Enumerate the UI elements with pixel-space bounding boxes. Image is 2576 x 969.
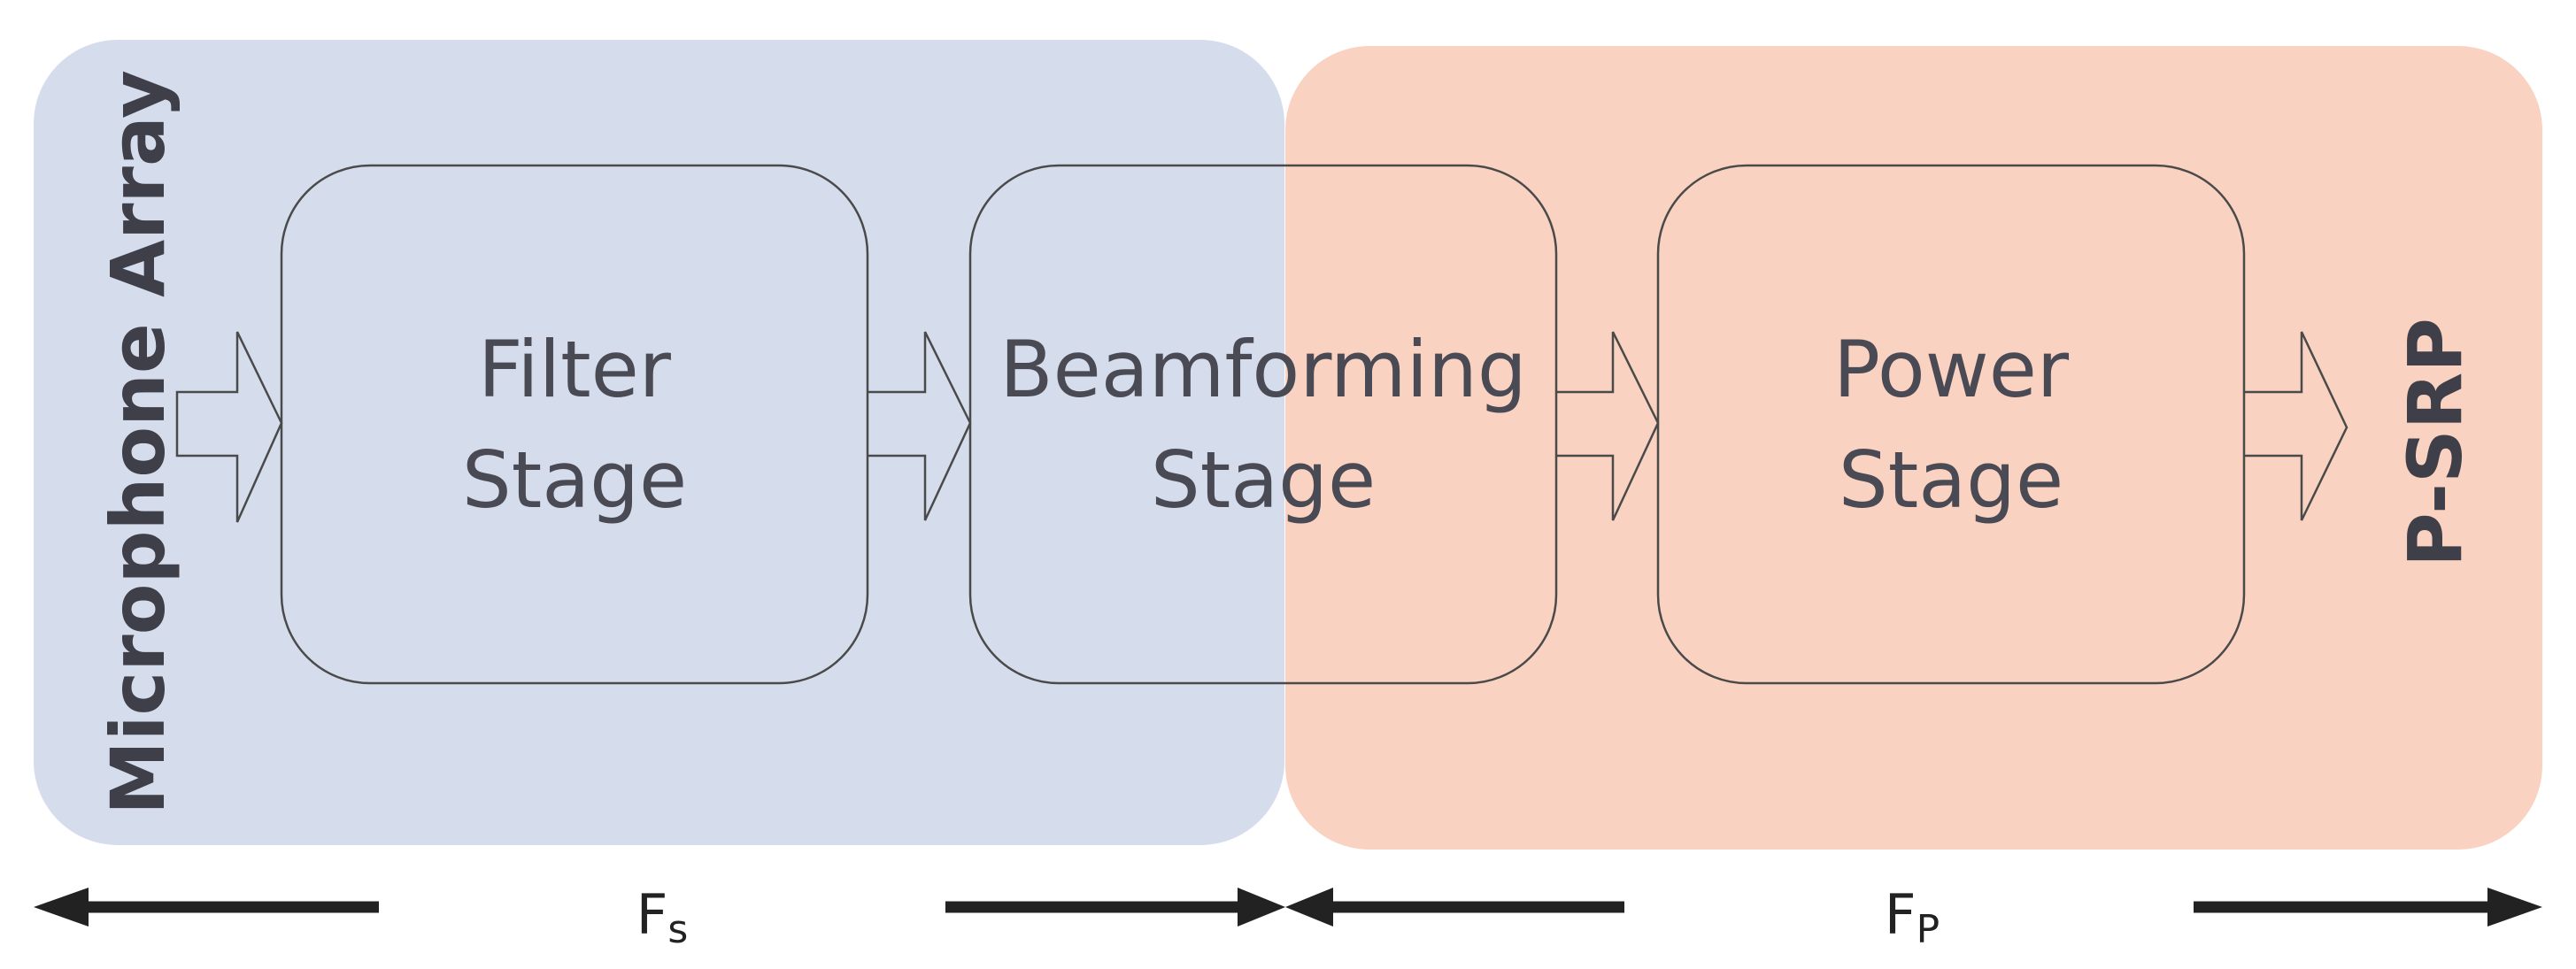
power-stage-box: Power Stage (1656, 164, 2246, 685)
power-left-arrowhead (1285, 888, 1333, 927)
power-rate-span (1285, 888, 2542, 927)
left-arrowhead (34, 888, 89, 927)
sampling-rate-span (34, 888, 1285, 927)
right-arrowhead (2487, 888, 2542, 927)
power-domain-region (1285, 46, 2542, 850)
filter-stage-subtitle: Stage (462, 435, 687, 526)
microphone-array-label: Microphone Array (95, 70, 181, 815)
sampling-rate-label: Fs (636, 882, 689, 952)
power-stage-subtitle: Stage (1839, 435, 2063, 526)
filter-stage-box: Filter Stage (280, 164, 869, 685)
power-rate-label: FP (1885, 882, 1940, 952)
beamforming-stage-box: Beamforming Stage (968, 164, 1558, 685)
filter-stage-title: Filter (478, 324, 672, 415)
beamforming-stage-subtitle: Stage (1151, 435, 1376, 526)
sampling-right-arrowhead (1238, 888, 1285, 927)
input-arrow (175, 331, 283, 523)
power-stage-title: Power (1833, 324, 2070, 415)
output-arrow (2244, 331, 2348, 521)
p-srp-label: P-SRP (2392, 318, 2479, 567)
beamforming-stage-title: Beamforming (999, 324, 1526, 415)
